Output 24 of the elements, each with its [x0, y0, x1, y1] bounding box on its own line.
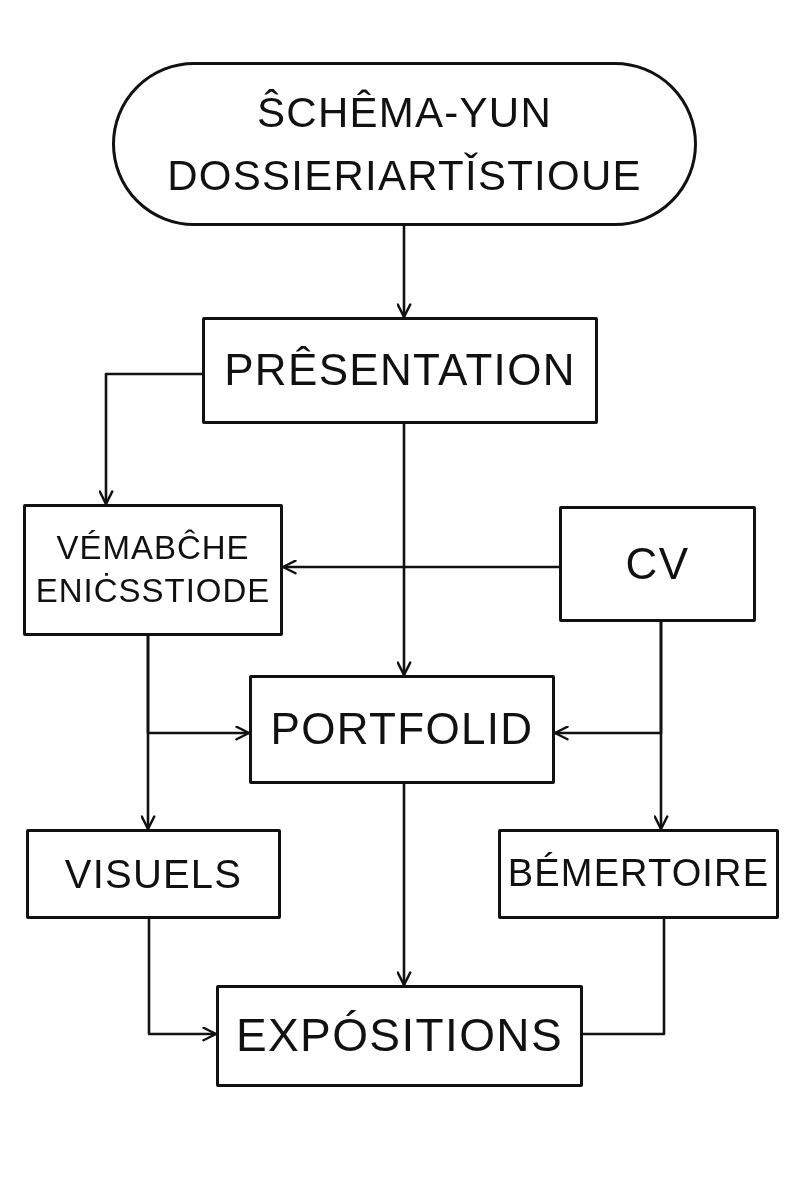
- process-box: [26, 829, 281, 919]
- arrow: [146, 634, 251, 741]
- arrow: [396, 224, 412, 319]
- box-label: CV: [625, 537, 690, 590]
- arrow: [281, 559, 561, 575]
- arrow: [147, 917, 218, 1042]
- box-label: BÉMERTOIRE: [507, 851, 770, 897]
- arrow: [396, 782, 412, 987]
- process-box: [498, 829, 779, 919]
- process-box: [202, 317, 598, 424]
- box-label: PORTFOLID: [270, 703, 534, 756]
- process-box: [249, 675, 555, 784]
- box-label: EXPÓSITIONS: [236, 1008, 563, 1064]
- arrow: [553, 620, 663, 741]
- box-label: VÉMABĈHE ENIĊSSTIODE: [34, 528, 272, 611]
- process-box: [23, 504, 283, 636]
- connector-line: [581, 917, 666, 1036]
- arrow: [98, 372, 204, 506]
- process-box: [216, 985, 583, 1087]
- process-box: [559, 506, 756, 622]
- box-label: PRÊSENTATION: [224, 344, 576, 397]
- box-label: VISUELS: [64, 851, 243, 898]
- arrow: [396, 422, 412, 677]
- box-label: ŜCHÊMA-YUN DOSSIERIARTǏSTIOUE: [166, 88, 643, 201]
